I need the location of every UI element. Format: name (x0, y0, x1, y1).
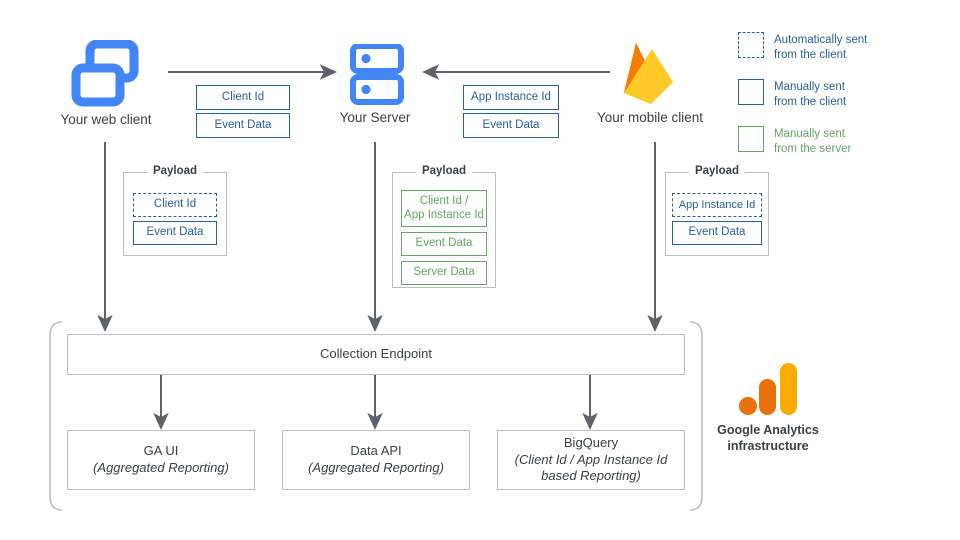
server-label: Your Server (339, 110, 411, 125)
legend: Automatically sent from the client Manua… (738, 32, 867, 173)
payload-item-event-data-mobile: Event Data (672, 221, 762, 245)
output-box-data-api: Data API (Aggregated Reporting) (282, 430, 470, 490)
transport-chip-client-id: Client Id (196, 85, 290, 110)
google-analytics-logo-wrap (738, 362, 800, 416)
legend-row-manual-server: Manually sent from the server (738, 126, 867, 160)
legend-row-automatic-client: Automatically sent from the client (738, 32, 867, 66)
collection-endpoint-box: Collection Endpoint (67, 334, 685, 375)
infrastructure-bracket-left (49, 321, 63, 511)
legend-swatch-solid-green (738, 126, 764, 152)
legend-swatch-dashed-blue (738, 32, 764, 58)
server-node (350, 44, 404, 106)
output-data-api-subtitle: (Aggregated Reporting) (308, 460, 444, 475)
legend-row-manual-client: Manually sent from the client (738, 79, 867, 113)
payload-item-app-instance-id: App Instance Id (672, 193, 762, 217)
web-client-label: Your web client (60, 112, 152, 127)
legend-label-manual-client: Manually sent from the client (774, 81, 847, 109)
payload-item-client-id: Client Id (133, 193, 217, 217)
payload-mobile-client-title: Payload (688, 165, 746, 177)
payload-item-event-data-server: Event Data (401, 232, 487, 256)
infrastructure-bracket-right (689, 321, 703, 511)
mobile-client-node (618, 38, 682, 110)
output-bigquery-title: BigQuery (563, 434, 619, 450)
payload-item-client-or-app-instance-id: Client Id / App Instance Id (401, 190, 487, 227)
transport-chip-app-instance-id: App Instance Id (463, 85, 559, 110)
web-client-node (70, 40, 142, 110)
payload-item-server-data: Server Data (401, 261, 487, 285)
output-ga-ui-subtitle: (Aggregated Reporting) (93, 460, 229, 475)
output-box-ga-ui: GA UI (Aggregated Reporting) (67, 430, 255, 490)
payload-server-title: Payload (415, 165, 473, 177)
mobile-client-label: Your mobile client (596, 110, 704, 125)
infrastructure-caption: Google Analytics infrastructure (717, 423, 819, 454)
legend-label-automatic-client: Automatically sent from the client (774, 34, 868, 62)
output-data-api-title: Data API (350, 443, 402, 459)
web-windows-icon (71, 40, 139, 107)
transport-chip-event-data-web: Event Data (196, 113, 290, 138)
server-rack-icon (350, 44, 404, 105)
output-ga-ui-title: GA UI (143, 443, 179, 459)
legend-swatch-solid-blue (738, 79, 764, 105)
firebase-flame-icon (624, 43, 673, 104)
output-box-bigquery: BigQuery (Client Id / App Instance Id ba… (497, 430, 685, 490)
payload-item-client-or-app-instance-id-text: Client Id / App Instance Id (404, 194, 484, 221)
payload-item-event-data-web: Event Data (133, 221, 217, 245)
transport-chip-event-data-mobile: Event Data (463, 113, 559, 138)
output-bigquery-subtitle: (Client Id / App Instance Id based Repor… (514, 451, 668, 484)
google-analytics-logo (739, 363, 797, 415)
payload-web-client-title: Payload (146, 165, 204, 177)
legend-label-manual-server: Manually sent from the server (774, 128, 852, 156)
